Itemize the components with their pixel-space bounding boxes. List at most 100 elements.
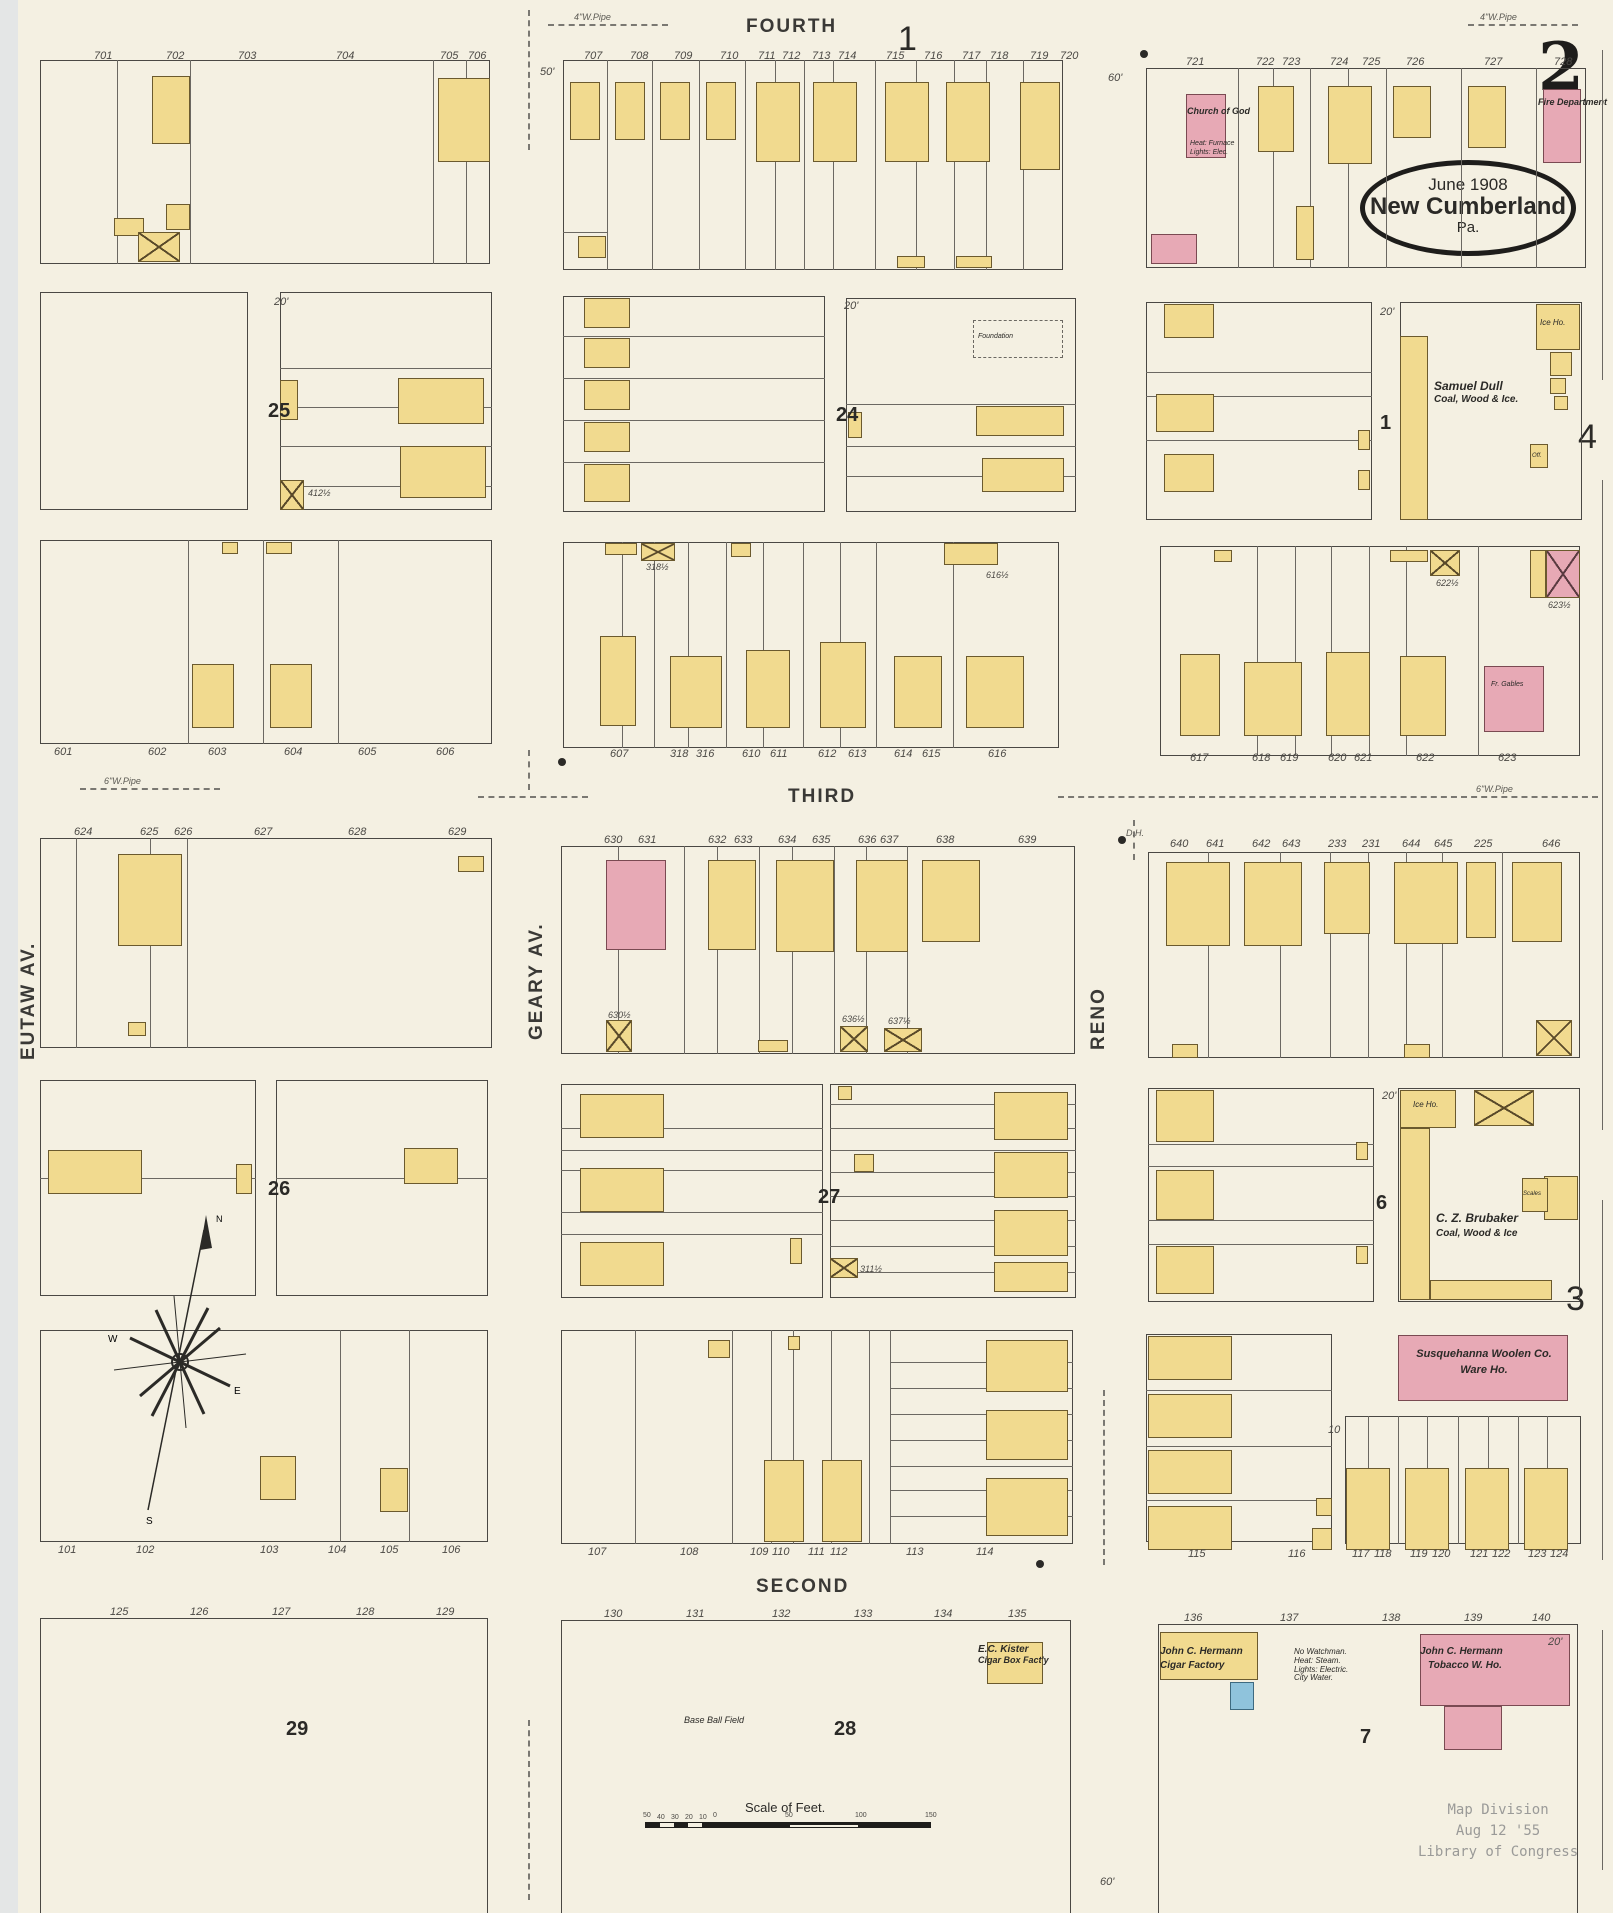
house-number: 231 (1362, 838, 1381, 850)
water-pipe (528, 10, 530, 150)
stable (1474, 1090, 1534, 1126)
water-pipe (548, 24, 668, 26)
dwelling (1020, 82, 1060, 170)
house-number: 108 (680, 1546, 699, 1558)
dwelling (1466, 862, 1496, 938)
house-number: 129 (436, 1606, 455, 1618)
house-number: 134 (934, 1608, 953, 1620)
outbuilding (758, 1040, 788, 1052)
house-number: 719 (1030, 50, 1049, 62)
house-number: 727 (1484, 56, 1503, 68)
house-number: 136 (1184, 1612, 1203, 1624)
house-number: 623 (1498, 752, 1517, 764)
city-block (40, 1330, 488, 1542)
pipe-label: 4"W.Pipe (574, 12, 611, 22)
house-number: 701 (94, 50, 113, 62)
house-number: 130 (604, 1608, 623, 1620)
rear-number: 616½ (986, 570, 1009, 580)
dwelling-double (982, 458, 1064, 492)
dwelling (1512, 862, 1562, 942)
house-number: 713 (812, 50, 831, 62)
city-block (1146, 302, 1372, 520)
dwelling-double (1324, 862, 1370, 934)
house-number: 628 (348, 826, 367, 838)
house-number: 606 (436, 746, 455, 758)
svg-text:E: E (234, 1386, 241, 1397)
city-block (563, 542, 1059, 748)
house-number: 643 (1282, 838, 1301, 850)
brubaker-trade: Coal, Wood & Ice (1436, 1228, 1518, 1239)
house-number: 717 (962, 50, 981, 62)
town-name: New Cumberland (1369, 193, 1567, 220)
house-number: 137 (1280, 1612, 1299, 1624)
rear-number: 623½ (1548, 600, 1571, 610)
fire-hydrant (1118, 836, 1126, 844)
outbuilding (166, 204, 190, 230)
city-block (561, 1330, 1073, 1544)
dimension-mark: 20' (274, 296, 289, 308)
dwelling-double (822, 1460, 862, 1542)
house-number: 706 (468, 50, 487, 62)
dwelling (584, 464, 630, 502)
stable (840, 1026, 868, 1052)
dwelling-double (580, 1094, 664, 1138)
library-of-congress-stamp: Map Division Aug 12 '55 Library of Congr… (1418, 1802, 1579, 1860)
city-block (846, 298, 1076, 512)
house-number: 610 (742, 748, 761, 760)
city-block (561, 1084, 823, 1298)
pipe-label: 6"W.Pipe (104, 776, 141, 786)
dwelling (1393, 86, 1431, 138)
coal-shed (1400, 1128, 1430, 1300)
scales: Scales (1522, 1178, 1548, 1212)
dwelling-double (48, 1150, 142, 1194)
dwelling-double (1156, 1090, 1214, 1142)
house-number: 120 (1432, 1548, 1451, 1560)
house-number: 128 (356, 1606, 375, 1618)
dwelling-double (894, 656, 942, 728)
city-block (40, 540, 492, 744)
house-number: 118 (1374, 1548, 1392, 1560)
house-number: 720 (1060, 50, 1079, 62)
ballfield-block (561, 1620, 1071, 1913)
house-number: 605 (358, 746, 377, 758)
house-number: 604 (284, 746, 303, 758)
dwelling (584, 338, 630, 368)
house-number: 122 (1492, 1548, 1511, 1560)
cigar-box-factory (987, 1642, 1043, 1684)
dwelling-brick (606, 860, 666, 950)
office (458, 856, 484, 872)
house-number: 702 (166, 50, 185, 62)
cigar-factory-owner: John C. Hermann (1160, 1646, 1243, 1657)
kister-label: E.C. Kister (978, 1644, 1029, 1655)
house-number: 621 (1354, 752, 1373, 764)
dwelling-double (813, 82, 857, 162)
dwelling (922, 860, 980, 942)
house-number: 112 (830, 1546, 848, 1558)
dwelling-double (976, 406, 1064, 436)
stable (280, 480, 304, 510)
outbuilding (1390, 550, 1428, 562)
house-number: 132 (772, 1608, 791, 1620)
house-number: 614 (894, 748, 913, 760)
house-number: 117 (1352, 1548, 1370, 1560)
dwelling-double (670, 656, 722, 728)
dwelling-double (580, 1242, 664, 1286)
house-number: 724 (1330, 56, 1349, 68)
house-number: 721 (1186, 56, 1205, 68)
cigar-factory-label: Cigar Factory (1160, 1660, 1225, 1671)
house-number: 619 (1280, 752, 1299, 764)
house-number: 225 (1474, 838, 1493, 850)
outbuilding (848, 412, 862, 438)
dwelling (260, 1456, 296, 1500)
dwelling-double (1328, 86, 1372, 164)
kister-trade: Cigar Box Fact'y (978, 1655, 1049, 1665)
block-number: 29 (286, 1718, 309, 1740)
house-number: 625 (140, 826, 159, 838)
adjacent-sheet-key: 3 (1566, 1280, 1585, 1318)
outbuilding (128, 1022, 146, 1036)
house-number: 715 (886, 50, 905, 62)
outbuilding (222, 542, 238, 554)
city-block (40, 292, 248, 510)
shaving-room (1230, 1682, 1254, 1710)
house-number: 612 (818, 748, 837, 760)
